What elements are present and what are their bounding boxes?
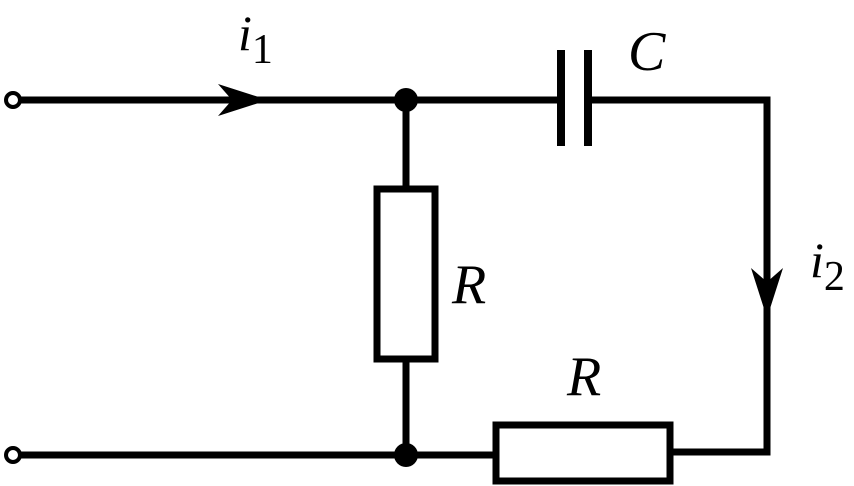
label-i1-symbol: i — [238, 5, 252, 61]
label-i2-subscript: 2 — [824, 254, 845, 300]
label-i2-symbol: i — [810, 232, 824, 288]
label-resistor-vertical: R — [451, 254, 486, 316]
resistor-vertical — [373, 185, 439, 363]
terminal-bottom — [4, 446, 22, 464]
label-i1-subscript: 1 — [252, 27, 273, 73]
resistor-horizontal — [492, 421, 674, 485]
label-i1: i1 — [238, 5, 273, 73]
label-resistor-horizontal: R — [566, 346, 601, 408]
junction-node-bottom — [394, 443, 418, 467]
current-arrow-i1 — [218, 84, 268, 116]
current-arrow-i2 — [751, 268, 783, 318]
label-capacitor: C — [628, 21, 666, 83]
terminal-top — [4, 91, 22, 109]
label-i2: i2 — [810, 232, 845, 300]
junction-node-top — [394, 88, 418, 112]
